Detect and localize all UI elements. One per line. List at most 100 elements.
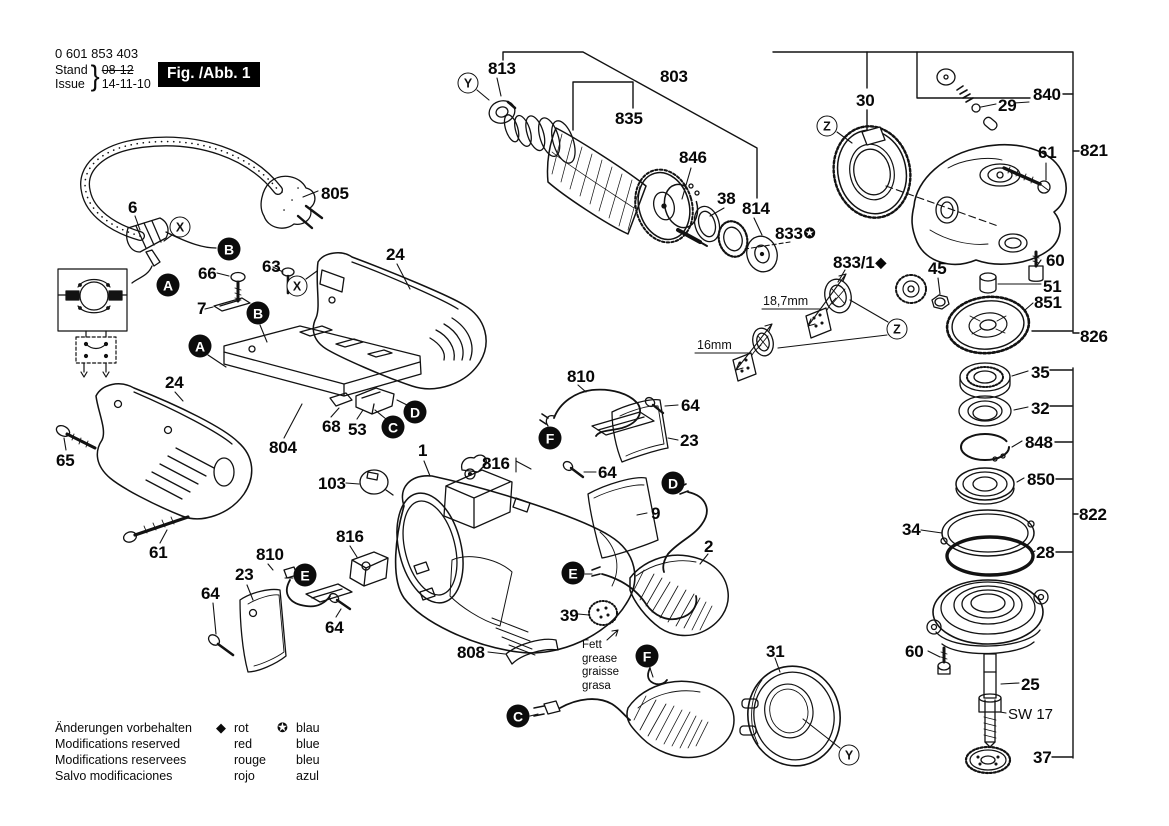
legend-notice: Modifications reserved	[55, 737, 181, 751]
legend-notice: Änderungen vorbehalten	[55, 721, 192, 735]
callout-bracket-lines	[502, 51, 1080, 759]
part-label-1: 1	[418, 441, 428, 460]
part-label-61: 61	[1038, 143, 1057, 162]
stand-label: Stand	[55, 63, 88, 77]
bearing-flange-drawing	[739, 665, 841, 767]
part-label-810: 810	[567, 367, 595, 386]
part-label-61: 61	[149, 543, 168, 562]
part-label-2: 2	[704, 537, 714, 556]
part-label-814: 814	[742, 199, 770, 218]
red-color-terms: rot red rouge rojo	[234, 720, 266, 784]
part-label-826: 826	[1080, 327, 1108, 346]
ref-marker-e: E	[561, 561, 585, 585]
power-cord-drawing	[80, 136, 324, 284]
part-label-808: 808	[457, 643, 485, 662]
part-label-28: 28	[1036, 543, 1055, 562]
part-label-103: 103	[318, 474, 346, 493]
part-label-68: 68	[322, 417, 341, 436]
part-label-66: 66	[198, 264, 217, 283]
old-revision-date: 08-12	[101, 63, 134, 77]
part-label-822: 822	[1079, 505, 1107, 524]
part-label-38: 38	[717, 189, 736, 208]
part-label-65: 65	[56, 451, 75, 470]
part-label-833-1: 833/1◆	[833, 253, 887, 272]
color-term: blau	[296, 721, 320, 735]
grease-term: grasa	[582, 679, 611, 692]
ref-marker-d: D	[661, 471, 685, 495]
part-label-30: 30	[856, 91, 875, 110]
leader-lines	[63, 77, 1047, 749]
part-label-64: 64	[681, 396, 700, 415]
part-number: 0 601 853 403	[55, 46, 139, 61]
part-label-851: 851	[1034, 293, 1062, 312]
color-term: rouge	[234, 753, 266, 767]
legend-notice: Salvo modificaciones	[55, 769, 173, 783]
revision-block: Stand Issue } 08-12 14-11-10	[55, 63, 151, 91]
part-label-6: 6	[128, 198, 138, 217]
color-term: rot	[234, 721, 249, 735]
handle-half-upper-drawing	[312, 252, 487, 390]
part-label-835: 835	[615, 109, 643, 128]
part-label-31: 31	[766, 642, 785, 661]
part-label-833: 833✪	[775, 224, 816, 243]
part-label-64: 64	[201, 584, 220, 603]
part-label-29: 29	[998, 96, 1017, 115]
ref-marker-b: B	[246, 301, 270, 325]
part-label-45: 45	[928, 259, 947, 278]
bearing-brush-sets-drawing	[732, 278, 852, 382]
part-label-848: 848	[1025, 433, 1053, 452]
ref-marker-b: B	[217, 237, 241, 261]
ref-circle-z: Z	[816, 115, 838, 137]
color-term: red	[234, 737, 253, 751]
part-label-816: 816	[336, 527, 364, 546]
dimension-label: 16mm	[697, 338, 732, 352]
part-label-846: 846	[679, 148, 707, 167]
ref-marker-d: D	[403, 400, 427, 424]
ref-marker-f: F	[635, 644, 659, 668]
ref-marker-c: C	[381, 415, 405, 439]
document-header: 0 601 853 403 Stand Issue } 08-12 14-11-…	[55, 46, 151, 91]
field-coil-drawings	[626, 554, 735, 759]
part-label-64: 64	[325, 618, 344, 637]
wire-drawings	[283, 388, 708, 721]
ref-circle-y: Y	[838, 744, 860, 766]
ref-marker-f: F	[538, 426, 562, 450]
part-label-63: 63	[262, 257, 281, 276]
red-color-symbol: ◆	[216, 720, 226, 735]
motor-housing-drawing	[359, 469, 636, 656]
detent-parts-drawing	[936, 68, 998, 131]
part-label-9: 9	[651, 504, 661, 523]
part-label-34: 34	[902, 520, 921, 539]
wiring-schematic	[57, 268, 128, 378]
grease-term: graisse	[582, 666, 620, 678]
part-label-53: 53	[348, 420, 367, 439]
part-label-805: 805	[321, 184, 349, 203]
armature-assembly-drawing	[488, 100, 778, 273]
part-label-51: 51	[1043, 277, 1062, 296]
color-code-symbol: ◆	[875, 254, 887, 270]
part-label-35: 35	[1031, 363, 1050, 382]
issue-label: Issue	[55, 77, 85, 91]
part-label-821: 821	[1080, 141, 1108, 160]
cover-plate-drawings	[207, 396, 669, 673]
color-term: bleu	[296, 753, 320, 767]
color-term: rojo	[234, 769, 255, 783]
figure-title-badge: Fig. /Abb. 1	[158, 62, 260, 87]
part-label-60: 60	[905, 642, 924, 661]
ring-gear-drawing	[832, 125, 912, 219]
part-label-39: 39	[560, 606, 579, 625]
part-label-813: 813	[488, 59, 516, 78]
ref-circle-x: X	[286, 275, 308, 297]
part-label-37: 37	[1033, 748, 1052, 767]
part-label-850: 850	[1027, 470, 1055, 489]
ref-circle-y: Y	[457, 72, 479, 94]
revision-brace: }	[90, 60, 100, 92]
grease-term: Fett	[582, 639, 602, 651]
part-label-7: 7	[197, 299, 207, 318]
part-label-23: 23	[235, 565, 254, 584]
